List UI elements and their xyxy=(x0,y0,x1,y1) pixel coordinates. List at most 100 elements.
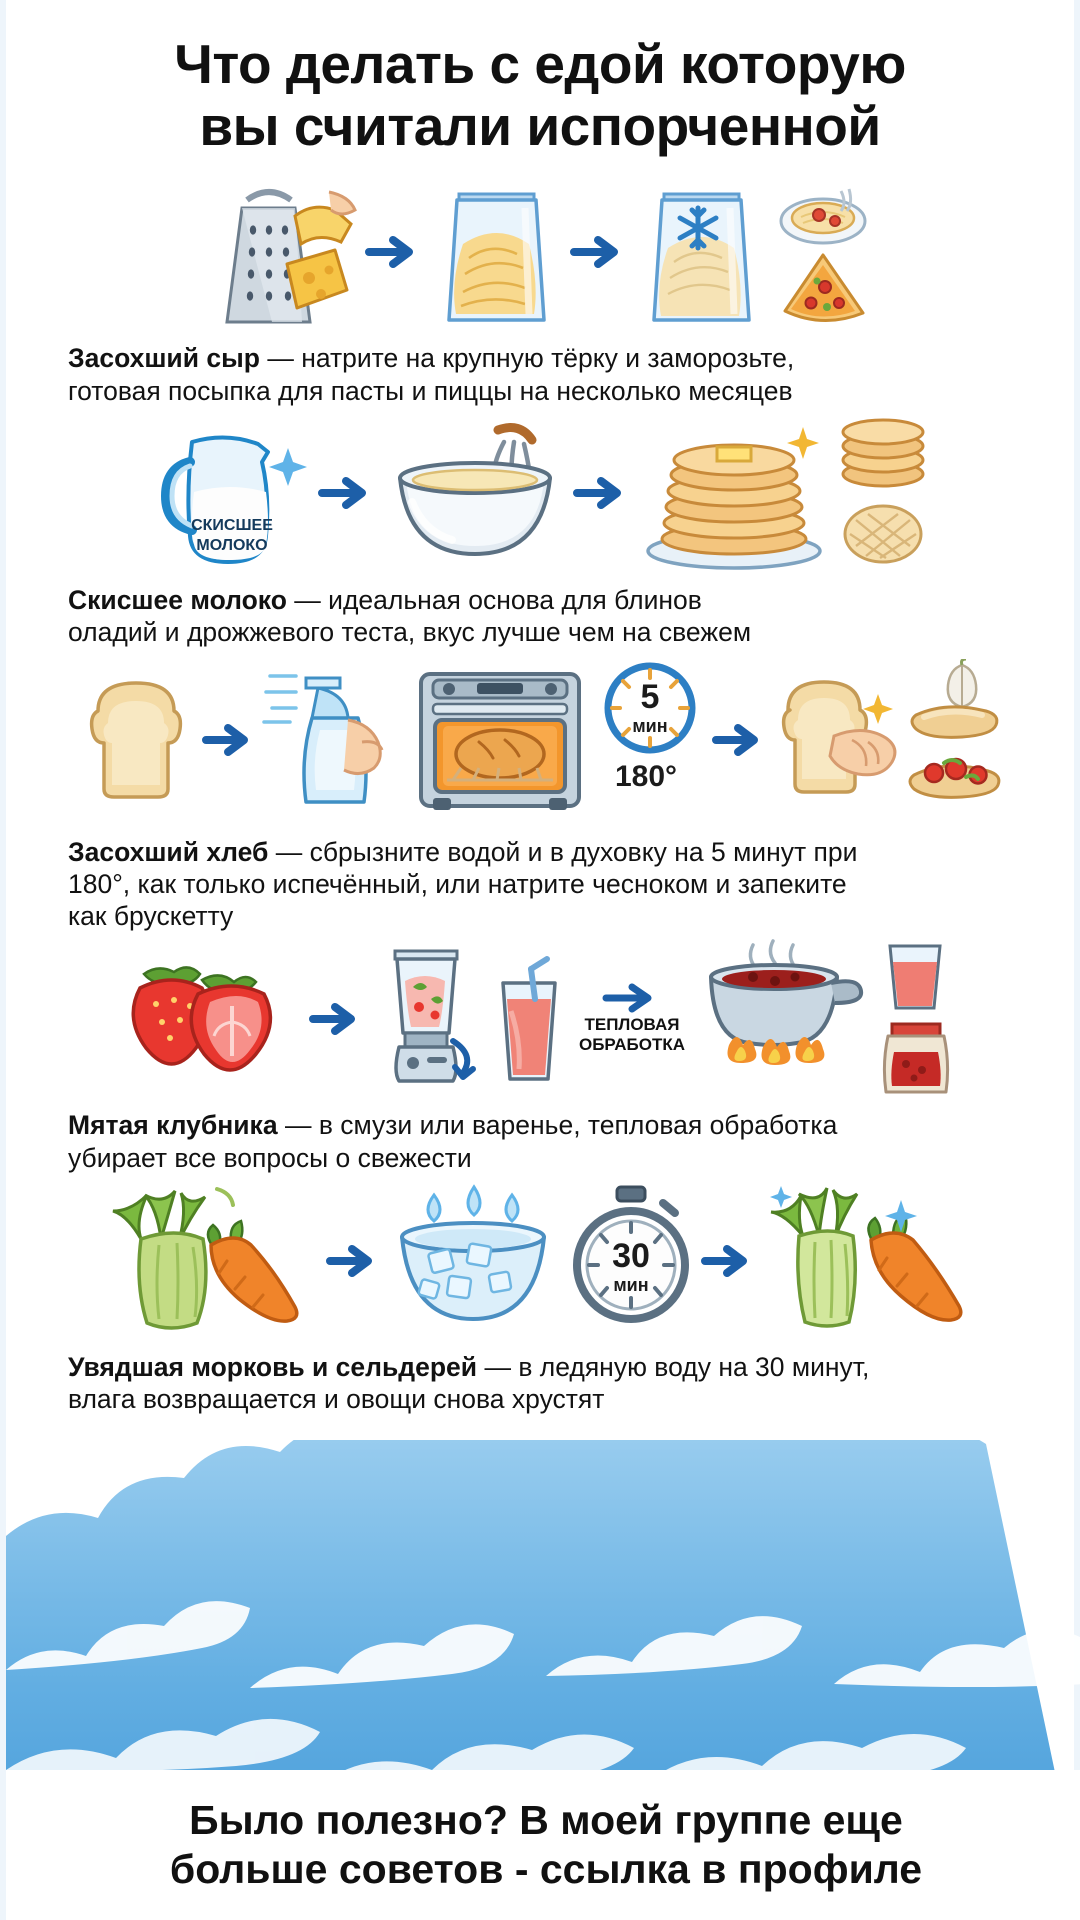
tomato-bruschetta-icon xyxy=(908,757,1001,799)
strawberry-dash: — xyxy=(284,1110,312,1141)
section-cheese: Засохший сыр — натрите на крупную тёрку … xyxy=(6,169,1074,411)
celery-icon xyxy=(112,1190,208,1330)
bread-rest-1: сбрызните водой и в духовку на 5 минут п… xyxy=(309,836,858,867)
title-line-1: Что делать с едой которую xyxy=(174,33,906,95)
sparkle-icon xyxy=(863,694,893,724)
frozen-bag-of-cheese-icon xyxy=(652,192,751,322)
cheese-lead: Засохший сыр xyxy=(68,343,260,374)
bread-illustration-strip: 5 мин 180° xyxy=(6,653,1074,828)
strawberry-rest-1: в смузи или варенье, тепловая обработка xyxy=(318,1110,838,1141)
arrow-right-icon xyxy=(202,720,256,760)
milk-rest-2: оладий и дрожжевого теста, вкус лучше че… xyxy=(68,617,752,648)
flame-icon xyxy=(727,1036,825,1065)
oven-timer-value: 5 xyxy=(641,678,660,716)
ice-cubes-icon xyxy=(417,1242,512,1300)
strawberries-icon xyxy=(131,966,273,1072)
cheese-dash: — xyxy=(267,343,294,374)
strawberry-half-icon xyxy=(189,974,273,1072)
smoothie-glass-icon xyxy=(501,956,557,1082)
cheese-rest-2: готовая посыпка для пасты и пиццы на нес… xyxy=(68,375,793,406)
ice-water-bowl-icon xyxy=(399,1183,546,1321)
arrow-right-icon xyxy=(602,983,662,1013)
section-sour-milk: СКИСШЕЕ МОЛОКО xyxy=(6,411,1074,653)
bread-lead: Засохший хлеб xyxy=(68,836,269,867)
veggies-lead: Увядшая морковь и сельдерей xyxy=(68,1352,478,1383)
section-strawberry: ТЕПЛОВАЯ ОБРАБОТКА xyxy=(6,936,1074,1178)
arrow-right-icon xyxy=(318,473,376,513)
saucepan-on-fire-icon xyxy=(709,939,864,1065)
jug-label-line-2: МОЛОКО xyxy=(196,537,267,554)
arrow-right-icon xyxy=(365,232,423,272)
footer-cta: Было полезно? В моей группе еще больше с… xyxy=(6,1770,1080,1920)
milk-jug-icon: СКИСШЕЕ МОЛОКО xyxy=(160,435,307,565)
bread-caption: Засохший хлеб — сбрызните водой и в духо… xyxy=(6,828,1074,933)
snowflake-icon xyxy=(677,205,719,251)
cheese-rest-1: натрите на крупную тёрку и заморозьте, xyxy=(301,343,795,374)
crisp-carrot-icon xyxy=(866,1212,962,1322)
sparkle-icon xyxy=(884,1199,917,1232)
footer-line-1: Было полезно? В моей группе еще xyxy=(189,1796,903,1843)
veggies-rest-2: влага возвращается и овощи снова хрустят xyxy=(68,1384,605,1415)
milk-caption: Скисшее молоко — идеальная основа для бл… xyxy=(6,576,1074,649)
bag-of-grated-cheese-icon xyxy=(447,192,546,322)
veggie-timer-value: 30 xyxy=(612,1237,650,1275)
oven-timer-unit: мин xyxy=(632,716,667,736)
water-drops-icon xyxy=(426,1183,519,1223)
heat-treatment-line-1: ТЕПЛОВАЯ xyxy=(584,1015,680,1035)
arrow-right-icon xyxy=(573,473,631,513)
bread-rest-3: как брускетту xyxy=(68,901,234,932)
jam-jar-icon xyxy=(882,1022,950,1094)
veggies-illustration-strip: 30 мин xyxy=(6,1178,1074,1343)
strawberry-caption: Мятая клубника — в смузи или варенье, те… xyxy=(6,1101,1074,1174)
page-title: Что делать с едой которую вы считали исп… xyxy=(6,0,1074,163)
bread-slice-icon xyxy=(89,681,183,799)
strawberry-whole-icon xyxy=(131,966,211,1066)
jug-label-line-1: СКИСШЕЕ xyxy=(191,517,273,534)
pasta-plate-icon xyxy=(779,188,867,245)
milk-dash: — xyxy=(294,584,321,615)
sparkle-icon xyxy=(769,1185,792,1208)
veggies-dash: — xyxy=(484,1352,511,1383)
spray-mist-icon xyxy=(262,674,298,724)
arrow-right-icon xyxy=(700,1241,755,1281)
blini-and-bun-icons xyxy=(841,418,925,564)
footer-line-2: больше советов - ссылка в профиле xyxy=(169,1846,923,1892)
spray-bottle-hand-icon xyxy=(262,674,384,804)
milk-lead: Скисшее молоко xyxy=(68,584,287,615)
bread-dash: — xyxy=(275,836,303,867)
arrow-right-icon xyxy=(308,999,363,1039)
bowl-with-whisk-icon xyxy=(398,422,552,556)
sections-list: Засохший сыр — натрите на крупную тёрку … xyxy=(6,163,1074,1420)
bread-slice-hand-icon xyxy=(781,680,897,794)
carrot-icon xyxy=(206,1219,298,1323)
strawberry-rest-2: убирает все вопросы о свежести xyxy=(68,1142,472,1173)
title-line-2: вы считали испорченной xyxy=(199,94,881,157)
crisp-celery-carrot-icon xyxy=(769,1185,962,1328)
veggies-caption: Увядшая морковь и сельдерей — в ледяную … xyxy=(6,1343,1074,1416)
milk-rest-1: идеальная основа для блинов xyxy=(328,584,702,615)
timer-badge-icon: 5 мин 180° xyxy=(604,662,696,793)
pizza-slice-icon xyxy=(783,253,865,322)
veggie-timer-unit: мин xyxy=(613,1275,648,1295)
limp-celery-carrot-icon xyxy=(112,1187,298,1330)
arrow-right-icon xyxy=(570,232,628,272)
juice-glass-icon xyxy=(888,944,942,1010)
bun-icon xyxy=(843,504,923,564)
heat-treatment-line-2: ОБРАБОТКА xyxy=(578,1034,686,1054)
section-stale-bread: 5 мин 180° xyxy=(6,653,1074,937)
oven-with-bread-icon xyxy=(419,671,581,810)
veggies-rest-1: в ледяную воду на 30 минут, xyxy=(518,1352,870,1383)
stopwatch-badge-icon: 30 мин xyxy=(572,1185,689,1323)
crisp-celery-icon xyxy=(770,1186,858,1328)
cheese-caption: Засохший сыр — натрите на крупную тёрку … xyxy=(6,334,1074,407)
bread-rest-2: 180°, как только испечённый, или натрите… xyxy=(68,868,847,899)
garlic-bruschetta-icon xyxy=(910,659,999,739)
section-limp-veggies: 30 мин xyxy=(6,1178,1074,1420)
pancake-stack-icon xyxy=(646,427,822,571)
oven-temperature: 180° xyxy=(615,760,677,793)
blender-icon xyxy=(393,949,476,1084)
sparkle-icon xyxy=(269,448,307,487)
milk-illustration-strip: СКИСШЕЕ МОЛОКО xyxy=(6,411,1074,576)
bruschetta-icons xyxy=(908,659,1001,799)
